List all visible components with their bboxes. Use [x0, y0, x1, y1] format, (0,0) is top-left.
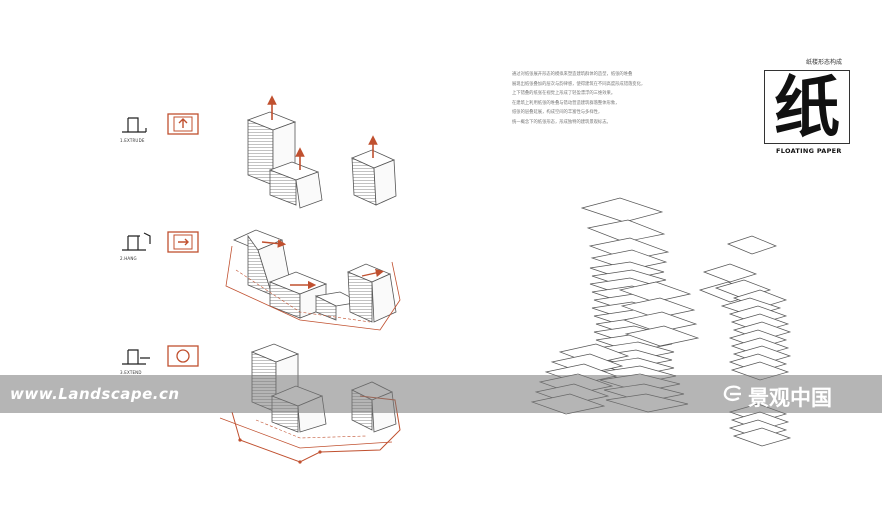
hang-symbol — [122, 232, 151, 251]
extend-symbol — [122, 349, 150, 365]
description-line: 通过对纸张展开形态的模拟来塑造建筑群体的造型，纸张的堆叠 — [512, 72, 633, 77]
extrude-tower-low — [268, 147, 323, 209]
paper-character-logo: 纸 — [764, 70, 850, 144]
watermark-brand: 景观中国 — [748, 386, 832, 410]
extend-label: 3.EXTEND — [120, 370, 142, 375]
description-line: 上下错叠的纸张在视觉上形成了轻盈漂浮的三维效果。 — [512, 91, 616, 97]
description-line: 统一概念下的纸张形态，形成独特的建筑景观标志。 — [512, 119, 611, 125]
description-line: 纸张的层叠延展，构成空间的丰富性与多样性， — [512, 110, 603, 116]
extrude-symbol — [122, 117, 147, 133]
hang-label: 2.HANG — [120, 256, 137, 261]
landscape-logo-icon — [723, 385, 741, 401]
title-en: FLOATING PAPER — [776, 147, 842, 155]
watermark-url: www.Landscape.cn — [10, 385, 180, 403]
extrude-op-icon — [167, 113, 199, 135]
extrude-tower-right — [350, 135, 397, 206]
hang-op-icon — [167, 231, 199, 253]
paper-stack-right — [698, 235, 792, 447]
extend-op-icon — [167, 345, 199, 367]
description-line: 在建筑上利用纸张的堆叠与错动营造建筑群落整体形象， — [512, 100, 620, 106]
title-cn: 纸楼形态构成 — [806, 59, 843, 66]
extrude-label: 1.EXTRUDE — [120, 138, 145, 143]
hang-buildings — [225, 229, 401, 331]
description-text: 通过对纸张展开形态的模拟来塑造建筑群体的造型，纸张的堆叠 展现出纸张叠加的层次与… — [512, 70, 752, 128]
description-line: 展现出纸张叠加的层次与韵律感，使得建筑在不同高度形成错落变化， — [512, 81, 646, 87]
